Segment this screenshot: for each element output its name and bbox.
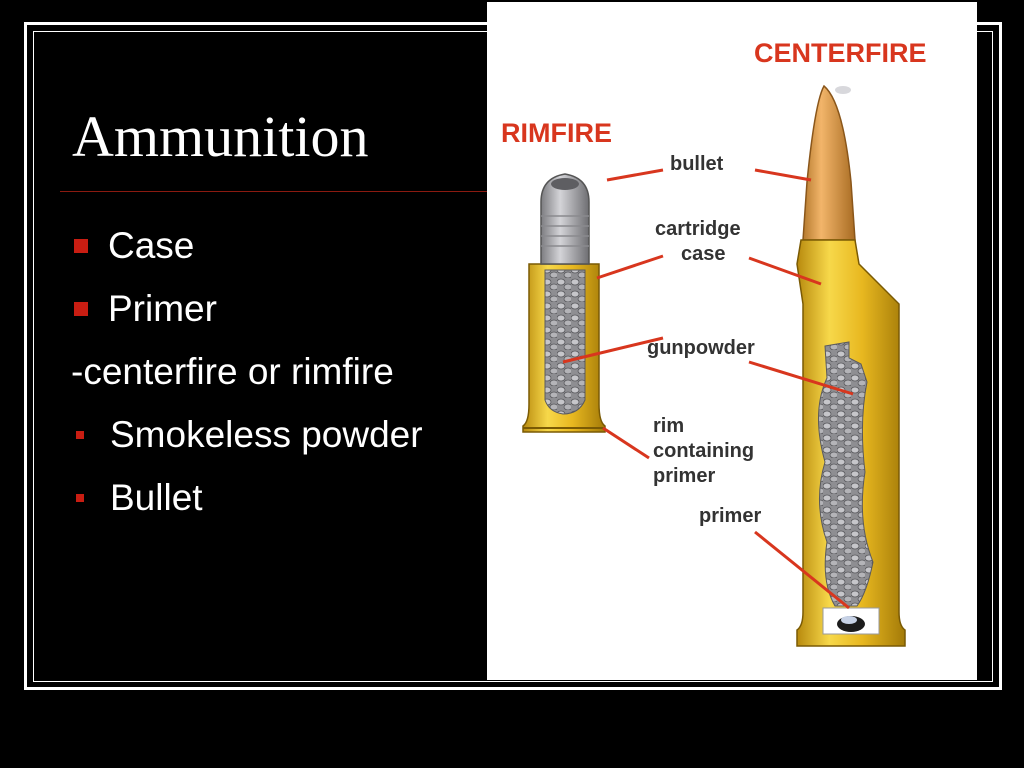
bullet-text: Bullet bbox=[110, 477, 203, 518]
label-bullet: bullet bbox=[670, 153, 724, 175]
bullet-item-case: Case bbox=[72, 214, 423, 277]
cartridge-diagram: CENTERFIRE RIMFIRE bbox=[487, 2, 977, 680]
label-gunpowder: gunpowder bbox=[647, 337, 755, 359]
bullet-item-smokeless-powder: Smokeless powder bbox=[72, 403, 423, 466]
square-bullet-icon bbox=[76, 430, 84, 439]
bullet-item-primer: Primer bbox=[72, 277, 423, 340]
cartridge-diagram-svg: CENTERFIRE RIMFIRE bbox=[501, 38, 927, 647]
slide-title: Ammunition bbox=[72, 104, 369, 169]
square-bullet-icon bbox=[74, 301, 88, 316]
bullet-item-bullet: Bullet bbox=[72, 466, 423, 529]
label-rim: rim bbox=[653, 415, 684, 437]
rimfire-cartridge bbox=[522, 173, 606, 433]
rimfire-heading: RIMFIRE bbox=[501, 118, 612, 148]
label-primer: primer bbox=[699, 505, 761, 527]
leader-lines bbox=[562, 168, 854, 610]
bullet-text: Case bbox=[108, 225, 195, 266]
title-divider bbox=[60, 191, 500, 192]
centerfire-cartridge bbox=[796, 84, 906, 647]
bullet-text: Smokeless powder bbox=[110, 414, 423, 455]
bullet-list: Case Primer -centerfire or rimfire Smoke… bbox=[71, 214, 423, 529]
label-case: case bbox=[681, 243, 726, 265]
bullet-text: Primer bbox=[108, 288, 217, 329]
label-containing: containing bbox=[653, 440, 754, 462]
square-bullet-icon bbox=[76, 493, 84, 502]
label-rim-primer: primer bbox=[653, 465, 715, 487]
square-bullet-icon bbox=[74, 238, 88, 253]
label-cartridge: cartridge bbox=[655, 218, 741, 240]
bullet-item-primer-types: -centerfire or rimfire bbox=[71, 340, 423, 403]
centerfire-heading: CENTERFIRE bbox=[754, 38, 927, 68]
bullet-text: -centerfire or rimfire bbox=[71, 351, 394, 392]
